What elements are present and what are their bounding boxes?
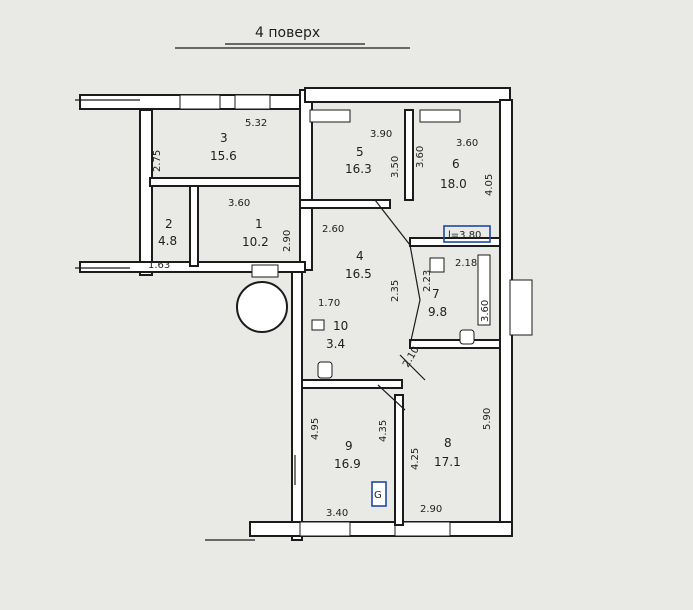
dim-r2-side: 1.63 xyxy=(148,260,170,271)
dim-r7-small: 2.23 xyxy=(422,270,433,292)
plan-title: 4 поверх xyxy=(255,25,320,41)
room-5-area: 16.3 xyxy=(345,162,372,176)
room-10-number: 10 xyxy=(333,319,348,333)
room-3-area: 15.6 xyxy=(210,149,237,163)
room-5-number: 5 xyxy=(356,145,364,159)
windows xyxy=(179,94,533,537)
dimension-labels: 5.32 2.75 3.60 2.90 1.63 3.90 3.50 3.60 … xyxy=(148,118,495,519)
dim-r9-bottom: 3.40 xyxy=(326,508,348,519)
extension-lines xyxy=(75,99,296,541)
lift-shaft xyxy=(236,281,288,333)
plumbing-fixtures xyxy=(311,254,491,379)
dim-r5-top: 3.90 xyxy=(370,129,392,140)
room-7-area: 9.8 xyxy=(428,305,447,319)
dim-r8-side: 5.90 xyxy=(482,408,493,430)
boxed-dimension-frame xyxy=(443,225,491,243)
room-4-number: 4 xyxy=(356,249,364,263)
interior-walls xyxy=(149,109,501,526)
dim-r4-side: 2.35 xyxy=(390,280,401,302)
dim-r6-side: 4.05 xyxy=(484,174,495,196)
dim-r5-side: 3.50 xyxy=(390,156,401,178)
room-4-area: 16.5 xyxy=(345,267,372,281)
dim-r7-side: 3.60 xyxy=(480,300,491,322)
dim-diag: 2.10 xyxy=(401,345,422,370)
room-6-number: 6 xyxy=(452,157,460,171)
dim-r9-side: 4.95 xyxy=(310,418,321,440)
room-9-area: 16.9 xyxy=(334,457,361,471)
room-2-number: 2 xyxy=(165,217,173,231)
dim-r7-top: 2.18 xyxy=(455,258,477,269)
meter-box xyxy=(371,481,387,507)
room-8-number: 8 xyxy=(444,436,452,450)
dim-r1-side: 2.90 xyxy=(282,230,293,252)
lift-door xyxy=(251,264,279,278)
meter-label: G xyxy=(374,490,382,501)
dim-r6-left: 3.60 xyxy=(415,146,426,168)
dim-r4-mid: 1.70 xyxy=(318,298,340,309)
dim-r9-right: 4.35 xyxy=(378,420,389,442)
room-9-number: 9 xyxy=(345,439,353,453)
dim-r4-top: 2.60 xyxy=(322,224,344,235)
room-7-number: 7 xyxy=(432,287,440,301)
room-1-area: 10.2 xyxy=(242,235,269,249)
dim-r3-top: 5.32 xyxy=(245,118,267,129)
dim-r8-left: 4.25 xyxy=(410,448,421,470)
room-8-area: 17.1 xyxy=(434,455,461,469)
dim-r3-side: 2.75 xyxy=(152,150,163,172)
boxed-dimension: l=3.80 xyxy=(448,230,481,241)
room-10-area: 3.4 xyxy=(326,337,345,351)
dim-r8-bottom: 2.90 xyxy=(420,504,442,515)
dim-r6-top: 3.60 xyxy=(456,138,478,149)
dim-r1-top: 3.60 xyxy=(228,198,250,209)
room-2-area: 4.8 xyxy=(158,234,177,248)
room-3-number: 3 xyxy=(220,131,228,145)
room-labels: 3 15.6 2 4.8 1 10.2 5 16.3 6 18.0 4 16.5… xyxy=(158,131,467,471)
outer-walls xyxy=(79,87,513,541)
room-6-area: 18.0 xyxy=(440,177,467,191)
room-1-number: 1 xyxy=(255,217,263,231)
